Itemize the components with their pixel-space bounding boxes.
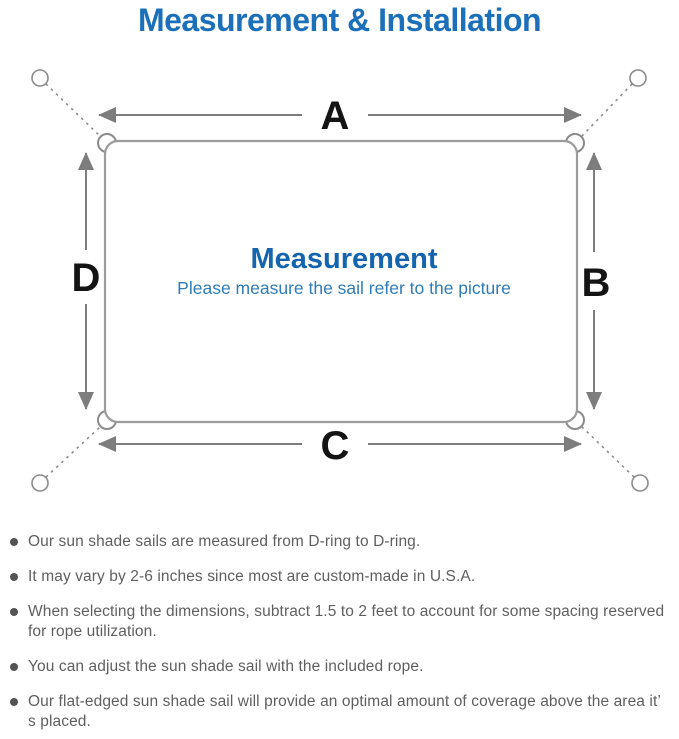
dimension-label-a: A: [321, 94, 350, 138]
bullet-dot-icon: [10, 698, 18, 706]
note-item-2: It may vary by 2-6 inches since most are…: [10, 567, 672, 587]
anchor-point-circles: [31, 69, 649, 492]
rope-top-left: [45, 83, 101, 137]
sail-outline: [103, 139, 579, 424]
dimension-label-b: B: [582, 261, 611, 305]
note-text: When selecting the dimensions, subtract …: [28, 603, 665, 640]
measurement-heading: Measurement: [251, 243, 438, 275]
note-item-4: You can adjust the sun shade sail with t…: [10, 657, 672, 677]
note-text: Our sun shade sails are measured from D-…: [28, 533, 421, 550]
notes-list: Our sun shade sails are measured from D-…: [10, 532, 672, 739]
measurement-diagram: A C D B Measurement Please measure the s…: [31, 69, 649, 492]
note-item-3: When selecting the dimensions, subtract …: [10, 602, 672, 642]
bullet-dot-icon: [10, 608, 18, 616]
note-text: It may vary by 2-6 inches since most are…: [28, 568, 476, 585]
rope-dashed-lines: [45, 83, 635, 478]
note-item-1: Our sun shade sails are measured from D-…: [10, 532, 672, 552]
dimension-label-c: C: [321, 424, 350, 468]
anchor-circle-top-right: [629, 69, 647, 87]
anchor-circle-top-left: [31, 69, 49, 87]
rope-top-right: [581, 83, 633, 137]
anchor-circle-bottom-left: [31, 474, 49, 492]
note-text: You can adjust the sun shade sail with t…: [28, 658, 424, 675]
rope-bottom-right: [581, 426, 635, 478]
bullet-dot-icon: [10, 573, 18, 581]
anchor-circle-bottom-right: [631, 474, 649, 492]
bullet-dot-icon: [10, 538, 18, 546]
measurement-subtitle: Please measure the sail refer to the pic…: [177, 278, 511, 298]
note-item-5: Our flat-edged sun shade sail will provi…: [10, 692, 672, 732]
rope-bottom-left: [45, 426, 101, 478]
page-title: Measurement & Installation: [137, 2, 542, 38]
bullet-dot-icon: [10, 663, 18, 671]
note-text: Our flat-edged sun shade sail will provi…: [28, 693, 661, 730]
dimension-label-d: D: [72, 256, 101, 300]
